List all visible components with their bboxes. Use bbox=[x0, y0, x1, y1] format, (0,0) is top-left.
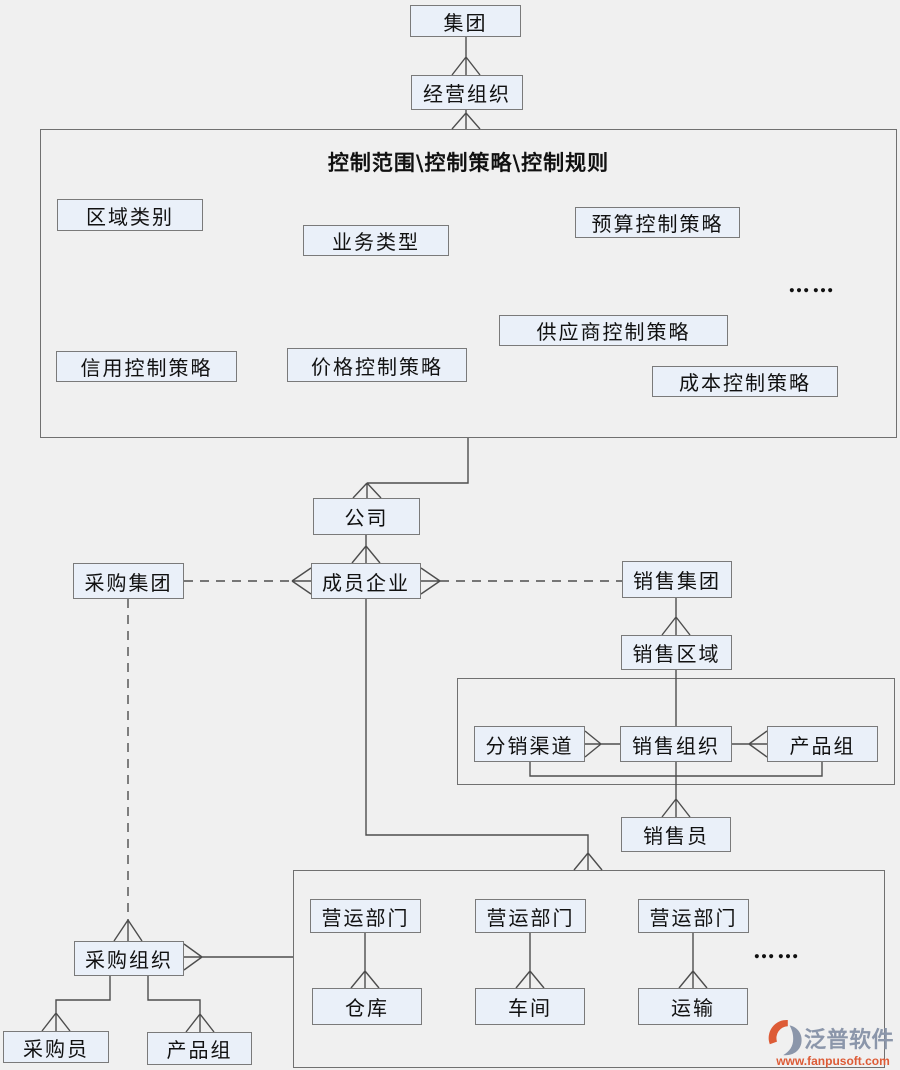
node-transport: 运输 bbox=[638, 988, 748, 1025]
node-operations-dept-1: 营运部门 bbox=[310, 899, 421, 933]
control-scope-title: 控制范围\控制策略\控制规则 bbox=[327, 150, 610, 175]
node-salesman: 销售员 bbox=[621, 817, 731, 852]
node-purchasing-org: 采购组织 bbox=[74, 941, 184, 976]
node-member-enterprise: 成员企业 bbox=[311, 563, 421, 599]
node-sales-org: 销售组织 bbox=[620, 726, 732, 762]
node-region-type: 区域类别 bbox=[57, 199, 203, 231]
node-operations-dept-3: 营运部门 bbox=[638, 899, 749, 933]
node-sales-group: 销售集团 bbox=[622, 561, 732, 598]
node-budget-control: 预算控制策略 bbox=[575, 207, 740, 238]
ellipsis-control: …… bbox=[788, 272, 836, 298]
logo-brand: 泛普软件 bbox=[804, 1027, 895, 1052]
node-product-group-sales: 产品组 bbox=[767, 726, 878, 762]
fanpu-logo-icon bbox=[768, 1019, 804, 1057]
node-credit-control: 信用控制策略 bbox=[56, 351, 237, 382]
logo: 泛普软件 www.fanpusoft.com bbox=[768, 1019, 898, 1068]
node-business-org: 经营组织 bbox=[411, 75, 523, 110]
node-price-control: 价格控制策略 bbox=[287, 348, 467, 382]
node-purchasing-group: 采购集团 bbox=[73, 563, 184, 599]
node-distribution-channel: 分销渠道 bbox=[474, 726, 585, 762]
ellipsis-operations: …… bbox=[753, 938, 801, 964]
control-scope-frame bbox=[40, 129, 897, 438]
node-business-type: 业务类型 bbox=[303, 225, 449, 256]
node-supplier-control: 供应商控制策略 bbox=[499, 315, 728, 346]
node-sales-region: 销售区域 bbox=[621, 635, 732, 670]
logo-url: www.fanpusoft.com bbox=[776, 1054, 890, 1068]
node-company: 公司 bbox=[313, 498, 420, 535]
node-group: 集团 bbox=[410, 5, 521, 37]
operations-frame bbox=[293, 870, 885, 1068]
node-warehouse: 仓库 bbox=[312, 988, 422, 1025]
node-workshop: 车间 bbox=[475, 988, 585, 1025]
node-operations-dept-2: 营运部门 bbox=[475, 899, 586, 933]
node-cost-control: 成本控制策略 bbox=[652, 366, 838, 397]
node-buyer: 采购员 bbox=[3, 1031, 109, 1063]
node-product-group-purchasing: 产品组 bbox=[147, 1032, 252, 1065]
